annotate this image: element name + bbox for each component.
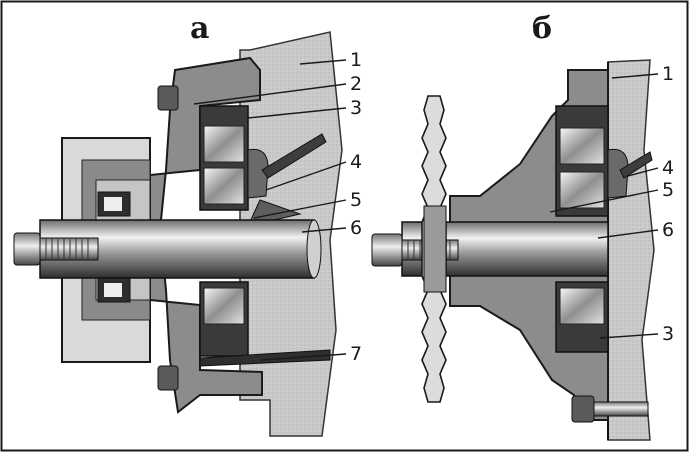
panel-a: а 1 2 3 4 5 6 7 — [13, 11, 362, 437]
panel-a-leaders — [193, 59, 347, 361]
panel-a-callout-7: 7 — [350, 343, 362, 365]
bottom-bolt-head — [157, 365, 179, 391]
shaft-bolt — [13, 232, 41, 266]
bolt-head-b — [571, 395, 595, 423]
panel-b-callout-1: 1 — [662, 63, 674, 85]
panel-b-leaders — [549, 73, 659, 339]
oil-seal-ring-b — [607, 148, 629, 199]
gear-upper-tooth-1 — [203, 125, 245, 163]
bolt-thread-b — [593, 401, 649, 417]
top-bolt-head — [157, 85, 179, 111]
panel-b: б 1 4 5 6 3 — [371, 11, 674, 441]
panel-a-callout-6: 6 — [350, 217, 362, 239]
panel-b-callout-3: 3 — [662, 323, 674, 345]
oil-seal-ring — [247, 148, 269, 199]
panel-a-letter: а — [190, 11, 209, 46]
shaft-bolt-b — [371, 233, 403, 267]
oil-pipe-lower — [199, 349, 331, 367]
panel-a-callout-2: 2 — [350, 73, 362, 95]
gear-lower-tooth — [203, 287, 245, 325]
seal-upper-lip — [104, 197, 122, 211]
panel-a-callout-4: 4 — [350, 151, 362, 173]
oil-pipe-b — [619, 151, 653, 179]
panel-a-callout-3: 3 — [350, 97, 362, 119]
panel-a-callout-5: 5 — [350, 189, 362, 211]
gear-upper-tooth-2 — [203, 167, 245, 205]
shaft-bolt-thread-lines — [45, 238, 89, 260]
panel-b-callout-4: 4 — [662, 157, 674, 179]
panel-b-letter: б — [532, 11, 552, 46]
oil-pipe-upper — [261, 133, 327, 179]
shaft-bolt-thread — [39, 237, 99, 261]
panel-b-callout-6: 6 — [662, 219, 674, 241]
panel-a-callout-1: 1 — [350, 49, 362, 71]
gear-upper-b-tooth-1 — [559, 127, 605, 165]
gear-lower-b-tooth — [559, 287, 605, 325]
panel-b-callout-5: 5 — [662, 179, 674, 201]
seal-lower-lip — [104, 283, 122, 297]
sprocket-hub — [423, 205, 447, 293]
